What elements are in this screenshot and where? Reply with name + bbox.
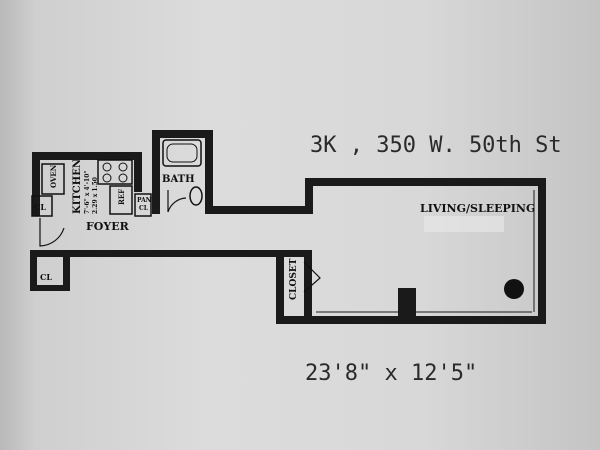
hall-top-wall (205, 206, 310, 214)
bath-top-wall (152, 130, 212, 138)
kitchen-dim-1: 7'-6" x 4'-10" (84, 170, 91, 214)
bath: BATH (162, 139, 203, 206)
living-left-upper-wall (305, 178, 313, 214)
walls (30, 130, 546, 324)
living-top-wall (305, 178, 545, 186)
windows (316, 190, 535, 313)
pan-label: PAN (137, 197, 152, 204)
dimensions-note: 23'8" x 12'5" (305, 361, 477, 386)
cl-top-label: CL (34, 202, 46, 212)
kitchen-left-wall (32, 152, 40, 216)
pantry: PAN CL (134, 193, 152, 217)
doors (39, 190, 321, 293)
oven-label: OVEN (49, 164, 58, 188)
closet-door-icon (303, 261, 321, 293)
bath-right-wall (205, 130, 213, 214)
closet-right-wall (304, 250, 312, 320)
cl-top-box (31, 195, 53, 217)
bathtub (162, 139, 202, 167)
cl-bottom-left-wall (30, 250, 37, 290)
foyer-label: FOYER (86, 220, 130, 233)
bath-label: BATH (162, 174, 195, 185)
burner-icon (118, 162, 128, 172)
closet-top-wall (276, 250, 312, 257)
round-table-icon (504, 279, 524, 299)
burner-icon (118, 173, 128, 183)
stove (97, 159, 133, 185)
refrigerator (109, 185, 133, 215)
hall-bottom-wall (64, 250, 282, 257)
living-sleeping-label: LIVING/SLEEPING (420, 202, 535, 215)
cl-bottom-top-wall (30, 250, 70, 257)
burner-icon (102, 173, 112, 183)
pan-cl-label: CL (139, 205, 149, 212)
toilet-icon (189, 186, 203, 206)
closet-left-wall (276, 250, 284, 324)
bathtub-inner (166, 143, 198, 163)
kitchen-dim-2: 2.29 x 1.50 (92, 177, 99, 214)
bath-door-icon (167, 190, 187, 213)
living-highlight (424, 216, 504, 232)
burner-icon (102, 162, 112, 172)
living-right-wall (538, 178, 546, 324)
pantry-box (134, 193, 152, 217)
kitchen: REF OVEN KITCHEN 7'-6" x 4'-10" 2.29 x 1… (31, 159, 133, 217)
kitchen-counter-left (41, 163, 65, 195)
cl-bottom-bottom-wall (30, 285, 70, 291)
living-bottom-wall (276, 316, 546, 324)
closet-label: CLOSET (289, 258, 299, 300)
bath-left-wall (152, 130, 160, 214)
kitchen-label: KITCHEN (72, 159, 83, 214)
kitchen-right-wall (134, 152, 142, 192)
kitchen-top-wall (32, 152, 142, 160)
cl-bottom-right-wall (63, 250, 70, 290)
cl-bottom-label: CL (40, 272, 52, 282)
column (398, 288, 416, 318)
ref-label: REF (117, 189, 126, 205)
address-note: 3K , 350 W. 50th St (310, 133, 562, 158)
entry-door-icon (39, 218, 65, 247)
